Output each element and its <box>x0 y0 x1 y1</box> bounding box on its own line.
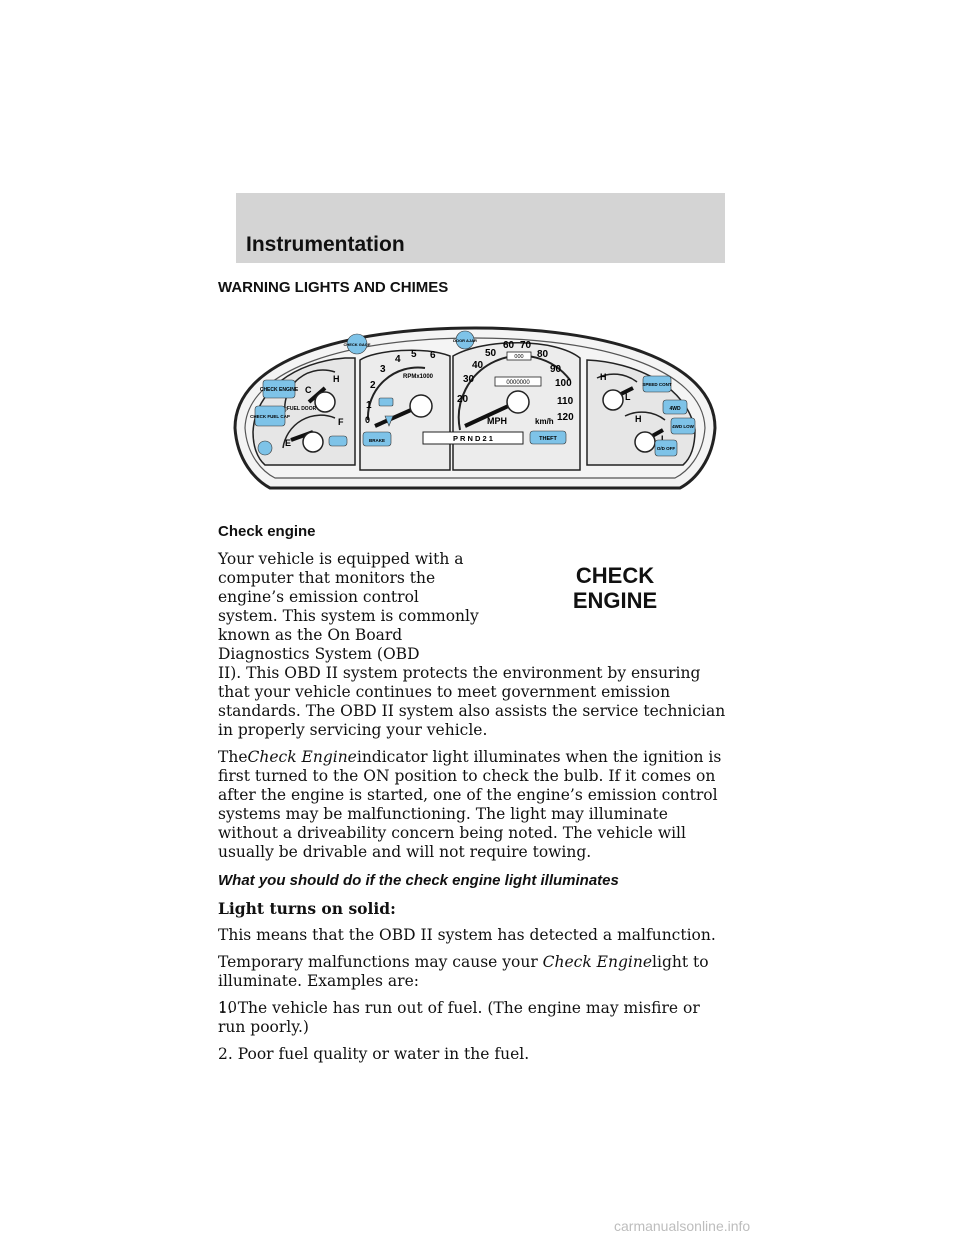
speed-label-20: 20 <box>457 394 469 405</box>
paragraph-check-engine: TheCheck Engineindicator light illuminat… <box>218 748 722 861</box>
section-title: WARNING LIGHTS AND CHIMES <box>218 279 449 296</box>
page-header-title: Instrumentation <box>246 233 405 256</box>
speed-unit-kmh: km/h <box>535 417 554 426</box>
wrench-icon <box>384 415 394 427</box>
svg-text:4WD: 4WD <box>669 406 681 412</box>
svg-text:P R N D 2 1: P R N D 2 1 <box>453 434 493 443</box>
fuel-door-label: ◁FUEL DOOR <box>283 406 317 412</box>
headlamp-icon <box>328 435 348 447</box>
odometer: 0000000 <box>506 380 530 386</box>
lamp-check-gage: CHECK GAGE <box>343 333 371 355</box>
speed-label-50: 50 <box>485 348 497 359</box>
check-engine-indicator-graphic: CHECK ENGINE <box>572 563 658 613</box>
seatbelt-icon <box>257 440 273 456</box>
temp-h-label: H <box>333 374 340 384</box>
svg-text:BRAKE: BRAKE <box>369 438 385 443</box>
subsection-title: Check engine <box>218 523 316 540</box>
heading-what-to-do: What you should do if the check engine l… <box>218 872 619 889</box>
oil-h-label: H <box>600 372 607 382</box>
paragraph-temporary: Temporary malfunctions may cause your Ch… <box>218 953 709 990</box>
tach-unit-label: RPMx1000 <box>403 374 434 380</box>
speed-unit-mph: MPH <box>487 416 507 426</box>
list-item: 2. Poor fuel quality or water in the fue… <box>218 1045 530 1063</box>
volt-l-label: L <box>661 434 667 444</box>
svg-text:CHECK GAGE: CHECK GAGE <box>343 342 370 347</box>
lamp-theft: THEFT <box>529 430 567 445</box>
tach-label-1: 1 <box>366 400 372 411</box>
svg-text:O/D OFF: O/D OFF <box>657 446 675 451</box>
svg-text:CHECK FUEL CAP: CHECK FUEL CAP <box>250 414 290 419</box>
tach-zero-label: 0 <box>365 415 370 425</box>
lamp-check-engine: CHECK ENGINE <box>260 379 299 399</box>
tach-label-6: 6 <box>430 350 436 361</box>
svg-text:DOOR AJAR: DOOR AJAR <box>453 338 477 343</box>
tach-label-4: 4 <box>395 354 401 365</box>
paragraph-malfunction: This means that the OBD II system has de… <box>218 926 716 944</box>
speed-label-110: 110 <box>557 396 574 407</box>
speed-label-70: 70 <box>520 340 532 351</box>
page-number: 10 <box>218 998 238 1016</box>
temperature-gauge: H C <box>284 369 340 413</box>
tachometer: 0 1 2 3 4 5 6 RPMx1000 <box>365 349 436 428</box>
temp-c-label: C <box>305 385 312 395</box>
fuel-f-label: F <box>338 417 344 427</box>
lamp-4wd: 4WD <box>662 399 688 415</box>
watermark: carmanualsonline.info <box>614 1218 751 1234</box>
tach-label-5: 5 <box>411 349 417 360</box>
svg-text:CHECK ENGINE: CHECK ENGINE <box>260 387 299 393</box>
trip-odometer: 000 <box>514 354 523 360</box>
paragraph-obd-cont: II). This OBD II system protects the env… <box>218 664 726 739</box>
volt-h-label: H <box>635 414 642 424</box>
speed-label-120: 120 <box>557 412 574 423</box>
fuel-e-label: E <box>285 438 291 448</box>
gear-selector-display: P R N D 2 1 <box>422 431 524 445</box>
speedometer: 20 30 40 50 60 70 80 90 100 110 120 000 … <box>457 340 574 431</box>
header-band: Instrumentation <box>236 193 725 263</box>
tach-label-3: 3 <box>380 364 386 375</box>
svg-text:SPEED CONT: SPEED CONT <box>642 382 672 387</box>
tach-label-2: 2 <box>370 380 376 391</box>
speed-label-30: 30 <box>463 374 475 385</box>
lamp-od-off: O/D OFF <box>654 439 678 457</box>
speed-label-90: 90 <box>550 364 562 375</box>
lamp-door-ajar: DOOR AJAR <box>453 330 477 350</box>
paragraph-obd-intro: Your vehicle is equipped with a computer… <box>218 550 479 663</box>
svg-text:4WD LOW: 4WD LOW <box>672 424 694 429</box>
lamp-speed-cont: SPEED CONT <box>642 375 672 393</box>
speed-label-60: 60 <box>503 340 515 351</box>
oil-l-label: L <box>625 392 631 402</box>
lamp-brake: BRAKE <box>362 431 392 447</box>
light-solid-label: Light turns on solid: <box>218 899 396 918</box>
page-content: Check engine Your vehicle is equipped wi… <box>218 523 730 1072</box>
lamp-4wd-low: 4WD LOW <box>670 417 696 435</box>
battery-icon <box>378 397 394 407</box>
speed-label-100: 100 <box>555 378 572 389</box>
instrument-cluster-illustration: H C F E ◁FUEL DOOR CHECK ENGINE CHECK FU… <box>233 326 717 490</box>
list-item: 1. The vehicle has run out of fuel. (The… <box>218 999 700 1036</box>
svg-text:THEFT: THEFT <box>539 436 557 442</box>
lamp-check-fuel-cap: CHECK FUEL CAP <box>250 405 290 427</box>
oil-pressure-gauge: H L <box>596 372 638 411</box>
speed-label-80: 80 <box>537 349 549 360</box>
voltmeter-gauge: H L <box>624 411 667 453</box>
fuel-gauge: F E ◁FUEL DOOR <box>282 406 344 453</box>
speed-label-40: 40 <box>472 360 484 371</box>
